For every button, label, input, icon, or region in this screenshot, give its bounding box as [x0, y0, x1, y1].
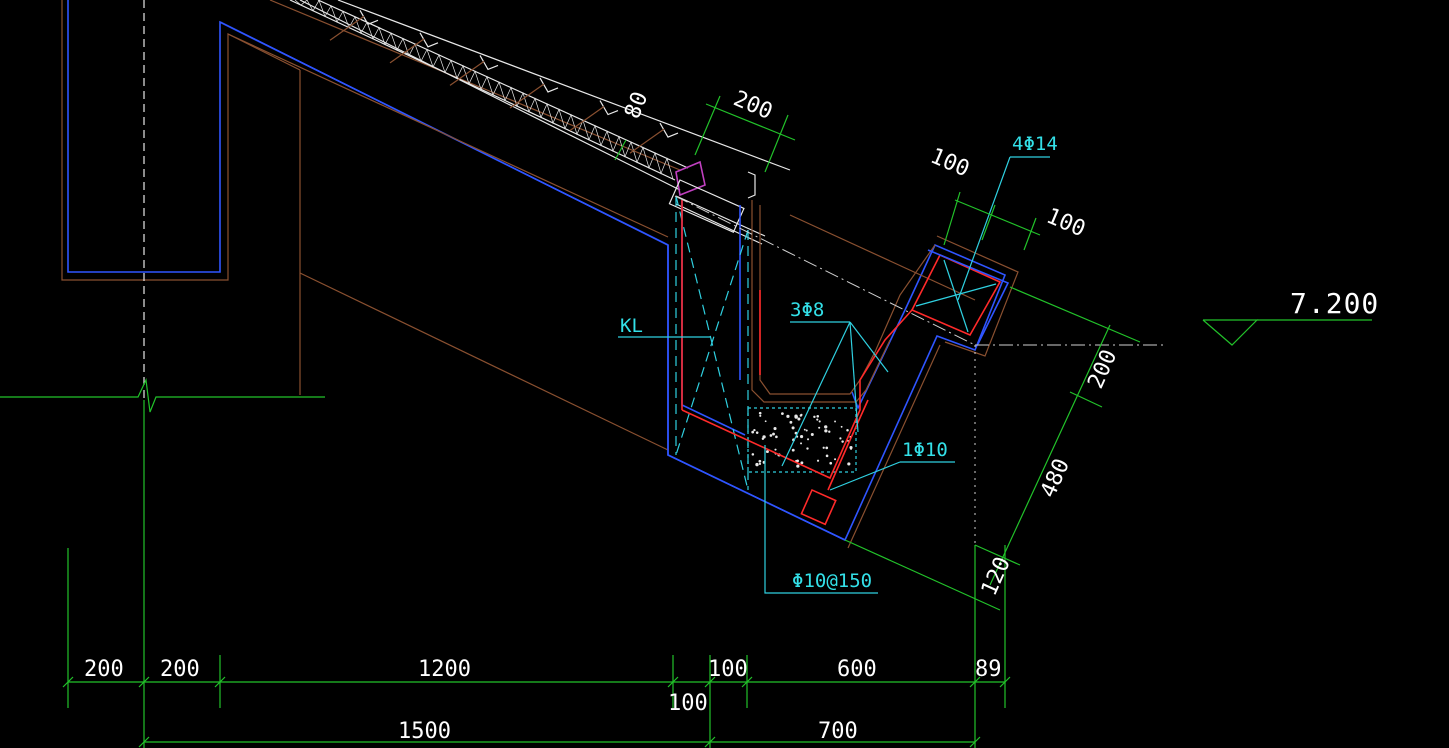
dim-bottom-6: 89: [975, 657, 1002, 682]
label-top-bars: 4Φ14: [1012, 133, 1058, 155]
dim-bottom-5: 600: [837, 657, 877, 682]
label-gutter-bars: 3Φ8: [790, 299, 824, 321]
label-kl: KL: [620, 315, 643, 337]
dim-bottom-3: 1200: [418, 657, 471, 682]
leaders: [618, 156, 1050, 594]
dim-upstand-left: 100: [927, 144, 973, 183]
roof-layers: [219, 0, 791, 451]
elevation-value: 7.200: [1290, 287, 1379, 320]
dim-bottom-2: 200: [160, 657, 200, 682]
dim-gutter-top-width: 200: [730, 86, 776, 125]
dim-bottom-total-left: 1500: [398, 719, 451, 744]
elevation-marker: 7.200: [1202, 287, 1379, 346]
rebar-labels: KL 4Φ14 3Φ8 1Φ10 Φ10@150: [620, 133, 1058, 592]
dim-bottom-1: 200: [84, 657, 124, 682]
dimension-texts: 80 200 100 100 200 480 120 200 200 1200 …: [84, 86, 1122, 744]
label-stirrups: Φ10@150: [792, 570, 872, 592]
dimension-lines: [0, 95, 1141, 748]
dim-upstand-right: 100: [1043, 204, 1089, 243]
dim-bottom-mid: 100: [668, 691, 708, 716]
center-lines: [674, 195, 1165, 545]
dim-upstand-height: 200: [1083, 346, 1122, 392]
label-edge-bar: 1Φ10: [902, 439, 948, 461]
dim-beam-depth: 480: [1036, 455, 1075, 501]
gutter-beam: [667, 195, 1019, 549]
left-wall: [61, 0, 846, 541]
dim-bottom-total-right: 700: [818, 719, 858, 744]
dim-bottom-4: 100: [708, 657, 748, 682]
